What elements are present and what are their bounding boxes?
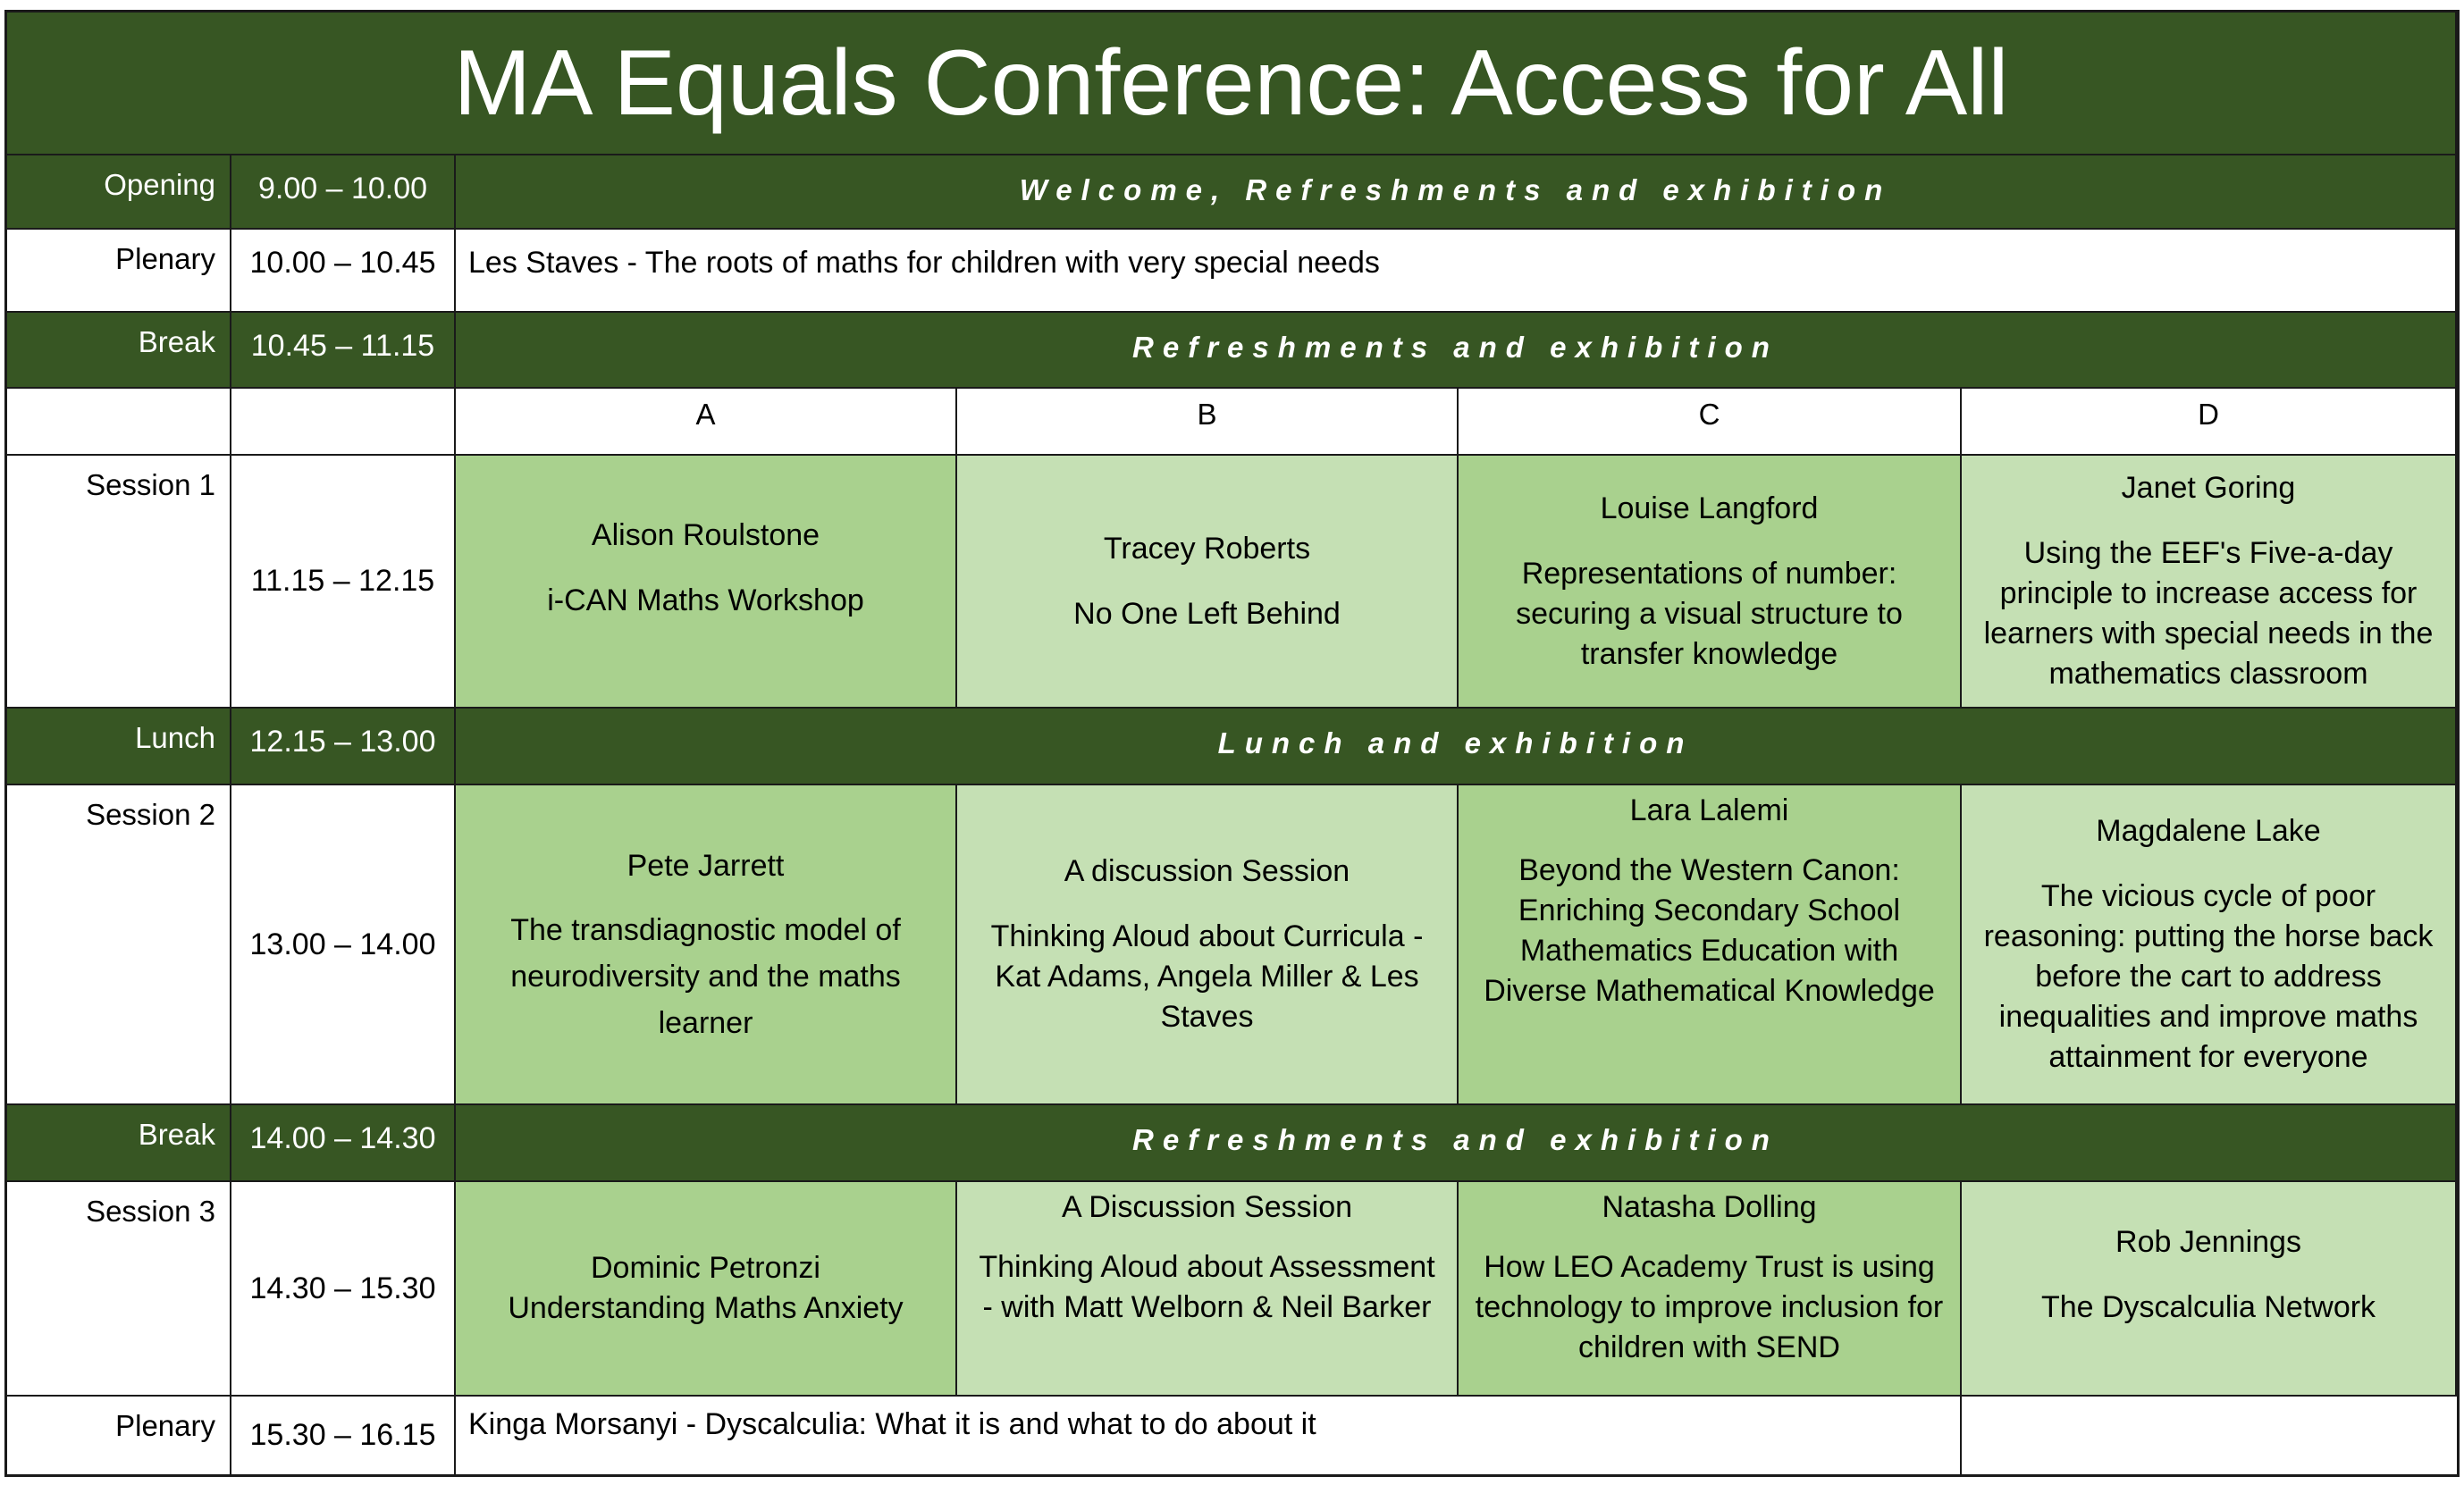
column-header-c: C <box>1459 389 1962 456</box>
session-3-b-title: Thinking Aloud about Assessment - with M… <box>979 1250 1435 1324</box>
session-2-c: Lara Lalemi Beyond the Western Canon: En… <box>1459 785 1962 1105</box>
session-2-b: A discussion Session Thinking Aloud abou… <box>957 785 1459 1105</box>
session-3-d: Rob Jennings The Dyscalculia Network <box>1962 1182 2457 1397</box>
row-time-break-2: 14.00 – 14.30 <box>231 1105 456 1182</box>
row-label-plenary-1: Plenary <box>7 230 231 313</box>
session-1-c-title: Representations of number: securing a vi… <box>1516 556 1903 671</box>
row-time-break-1: 10.45 – 11.15 <box>231 313 456 389</box>
row-label-lunch: Lunch <box>7 709 231 785</box>
session-1-d-title: Using the EEF's Five-a-day principle to … <box>1983 536 2434 691</box>
row-time-lunch: 12.15 – 13.00 <box>231 709 456 785</box>
session-3-c-speaker: Natasha Dolling <box>1602 1190 1817 1224</box>
band-lunch: Lunch and exhibition <box>456 709 2457 785</box>
session-1-d: Janet Goring Using the EEF's Five-a-day … <box>1962 456 2457 709</box>
row-time-session-1: 11.15 – 12.15 <box>231 456 456 709</box>
session-3-d-title: The Dyscalculia Network <box>2040 1290 2376 1324</box>
session-1-a-speaker: Alison Roulstone <box>591 517 820 552</box>
row-label-session-1: Session 1 <box>7 456 231 709</box>
session-3-a-title: Understanding Maths Anxiety <box>508 1291 904 1325</box>
session-1-a: Alison Roulstone i-CAN Maths Workshop <box>456 456 957 709</box>
session-3-d-speaker: Rob Jennings <box>2115 1225 2301 1259</box>
session-1-b: Tracey Roberts No One Left Behind <box>957 456 1459 709</box>
plenary-2-empty-cell <box>1962 1397 2457 1474</box>
session-3-c: Natasha Dolling How LEO Academy Trust is… <box>1459 1182 1962 1397</box>
session-2-d: Magdalene Lake The vicious cycle of poor… <box>1962 785 2457 1105</box>
row-label-opening: Opening <box>7 155 231 230</box>
session-1-d-speaker: Janet Goring <box>2121 471 2296 505</box>
row-label-session-2: Session 2 <box>7 785 231 1105</box>
column-header-empty-time <box>231 389 456 456</box>
session-1-c: Louise Langford Representations of numbe… <box>1459 456 1962 709</box>
row-label-session-3: Session 3 <box>7 1182 231 1397</box>
session-2-a-title: The transdiagnostic model of neurodivers… <box>510 913 901 1040</box>
session-1-b-speaker: Tracey Roberts <box>1103 531 1311 566</box>
session-1-a-title: i-CAN Maths Workshop <box>547 583 864 617</box>
page-title: MA Equals Conference: Access for All <box>7 13 2457 155</box>
session-3-a-speaker: Dominic Petronzi <box>591 1251 820 1285</box>
session-2-d-speaker: Magdalene Lake <box>2096 814 2321 848</box>
session-2-b-speaker: A discussion Session <box>1064 854 1350 888</box>
session-2-b-title: Thinking Aloud about Curricula - Kat Ada… <box>990 919 1424 1034</box>
row-time-session-2: 13.00 – 14.00 <box>231 785 456 1105</box>
row-time-opening: 9.00 – 10.00 <box>231 155 456 230</box>
row-time-plenary-1: 10.00 – 10.45 <box>231 230 456 313</box>
row-time-session-3: 14.30 – 15.30 <box>231 1182 456 1397</box>
session-3-b-speaker: A Discussion Session <box>1061 1190 1353 1224</box>
row-label-break-1: Break <box>7 313 231 389</box>
session-1-b-title: No One Left Behind <box>1073 596 1341 631</box>
programme-table: MA Equals Conference: Access for All Ope… <box>4 10 2460 1477</box>
session-2-c-title: Beyond the Western Canon: Enriching Seco… <box>1484 853 1935 1008</box>
session-1-c-speaker: Louise Langford <box>1600 491 1819 525</box>
band-opening: Welcome, Refreshments and exhibition <box>456 155 2457 230</box>
row-time-plenary-2: 15.30 – 16.15 <box>231 1397 456 1474</box>
session-3-c-title: How LEO Academy Trust is using technolog… <box>1475 1250 1944 1364</box>
session-2-a-speaker: Pete Jarrett <box>627 849 785 883</box>
band-break-1: Refreshments and exhibition <box>456 313 2457 389</box>
session-2-d-title: The vicious cycle of poor reasoning: put… <box>1983 879 2434 1074</box>
session-3-a: Dominic Petronzi Understanding Maths Anx… <box>456 1182 957 1397</box>
band-break-2: Refreshments and exhibition <box>456 1105 2457 1182</box>
session-3-b: A Discussion Session Thinking Aloud abou… <box>957 1182 1459 1397</box>
plenary-1-text: Les Staves - The roots of maths for chil… <box>456 230 2457 313</box>
row-label-plenary-2: Plenary <box>7 1397 231 1474</box>
column-header-empty-label <box>7 389 231 456</box>
session-2-a: Pete Jarrett The transdiagnostic model o… <box>456 785 957 1105</box>
session-2-c-speaker: Lara Lalemi <box>1629 793 1789 827</box>
column-header-d: D <box>1962 389 2457 456</box>
plenary-2-text: Kinga Morsanyi - Dyscalculia: What it is… <box>456 1397 1962 1474</box>
column-header-a: A <box>456 389 957 456</box>
row-label-break-2: Break <box>7 1105 231 1182</box>
column-header-b: B <box>957 389 1459 456</box>
